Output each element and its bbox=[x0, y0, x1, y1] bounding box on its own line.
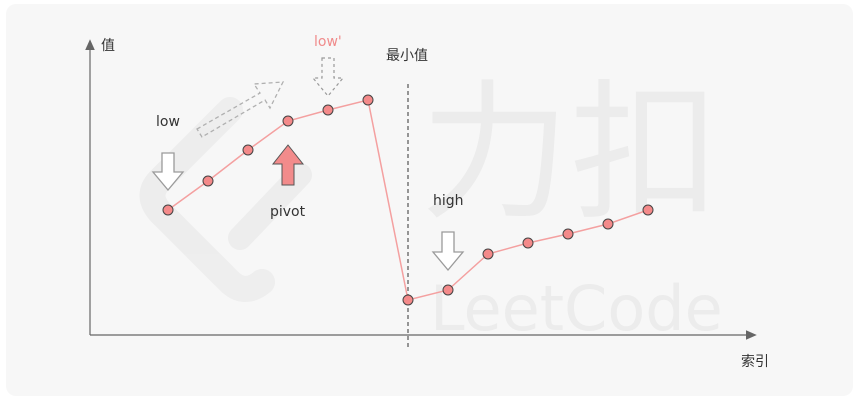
data-points bbox=[162, 94, 654, 306]
data-point bbox=[202, 175, 214, 187]
min-value-label: 最小值 bbox=[386, 48, 428, 64]
data-point bbox=[442, 284, 454, 296]
move-right-dashed-arrow-icon bbox=[196, 81, 285, 138]
data-point bbox=[282, 115, 294, 127]
data-point bbox=[362, 94, 374, 106]
low-label: low bbox=[156, 114, 180, 130]
data-point bbox=[522, 237, 534, 249]
low-prime-label: low' bbox=[314, 34, 342, 50]
watermark-text: LeetCode bbox=[430, 272, 723, 345]
low-prime-arrow-icon bbox=[311, 57, 345, 97]
data-point bbox=[162, 204, 174, 216]
low-arrow-icon bbox=[151, 152, 185, 192]
y-axis-label: 值 bbox=[101, 38, 115, 54]
data-point bbox=[482, 248, 494, 260]
data-point bbox=[562, 228, 574, 240]
watermark-chars: 力扣 bbox=[420, 67, 720, 241]
data-point bbox=[642, 204, 654, 216]
leetcode-watermark: 力扣 LeetCode bbox=[139, 67, 723, 345]
x-axis-label: 索引 bbox=[741, 353, 769, 370]
pivot-label: pivot bbox=[270, 204, 306, 220]
data-point bbox=[242, 144, 254, 156]
data-point bbox=[602, 218, 614, 230]
high-label: high bbox=[433, 193, 464, 209]
data-point bbox=[322, 104, 334, 116]
data-point bbox=[402, 294, 414, 306]
high-arrow-icon bbox=[431, 231, 465, 272]
pivot-arrow-icon bbox=[271, 144, 305, 186]
